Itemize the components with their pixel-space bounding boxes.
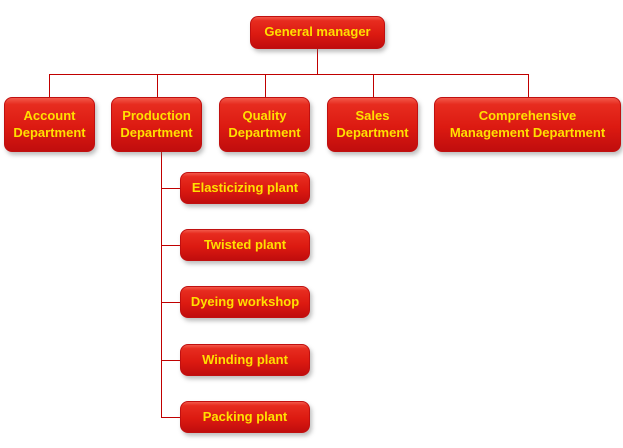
node-label: Twisted plant [203, 236, 287, 252]
node-label: Production Department [120, 108, 193, 140]
node-sales-department: Sales Department [327, 97, 418, 152]
node-elasticizing-plant: Elasticizing plant [180, 172, 310, 204]
node-label: Winding plant [202, 351, 288, 367]
node-label: Dyeing workshop [190, 293, 300, 309]
node-label: Sales Department [336, 108, 409, 140]
node-label: Packing plant [202, 408, 288, 424]
node-quality-department: Quality Department [219, 97, 310, 152]
connector-stub-packing [161, 417, 180, 418]
connector-stub-elasticizing [161, 188, 180, 189]
node-label: Comprehensive Management Department [449, 108, 606, 140]
connector-stub-dyeing [161, 302, 180, 303]
node-label: Elasticizing plant [191, 179, 299, 195]
connector-drop-account [49, 74, 50, 97]
node-packing-plant: Packing plant [180, 401, 310, 433]
node-label: Account Department [13, 108, 86, 140]
connector-drop-quality [265, 74, 266, 97]
node-label: General manager [264, 24, 371, 40]
node-twisted-plant: Twisted plant [180, 229, 310, 261]
node-comprehensive-management-department: Comprehensive Management Department [434, 97, 621, 152]
connector-stub-winding [161, 360, 180, 361]
node-general-manager: General manager [250, 16, 385, 49]
connector-department-bus [49, 74, 529, 75]
node-dyeing-workshop: Dyeing workshop [180, 286, 310, 318]
node-label: Quality Department [228, 108, 301, 140]
connector-drop-production [157, 74, 158, 97]
connector-stub-twisted [161, 245, 180, 246]
connector-drop-comprehensive [528, 74, 529, 97]
node-production-department: Production Department [111, 97, 202, 152]
connector-drop-sales [373, 74, 374, 97]
connector-root-stub [317, 49, 318, 74]
node-winding-plant: Winding plant [180, 344, 310, 376]
connector-production-trunk [161, 152, 162, 417]
node-account-department: Account Department [4, 97, 95, 152]
